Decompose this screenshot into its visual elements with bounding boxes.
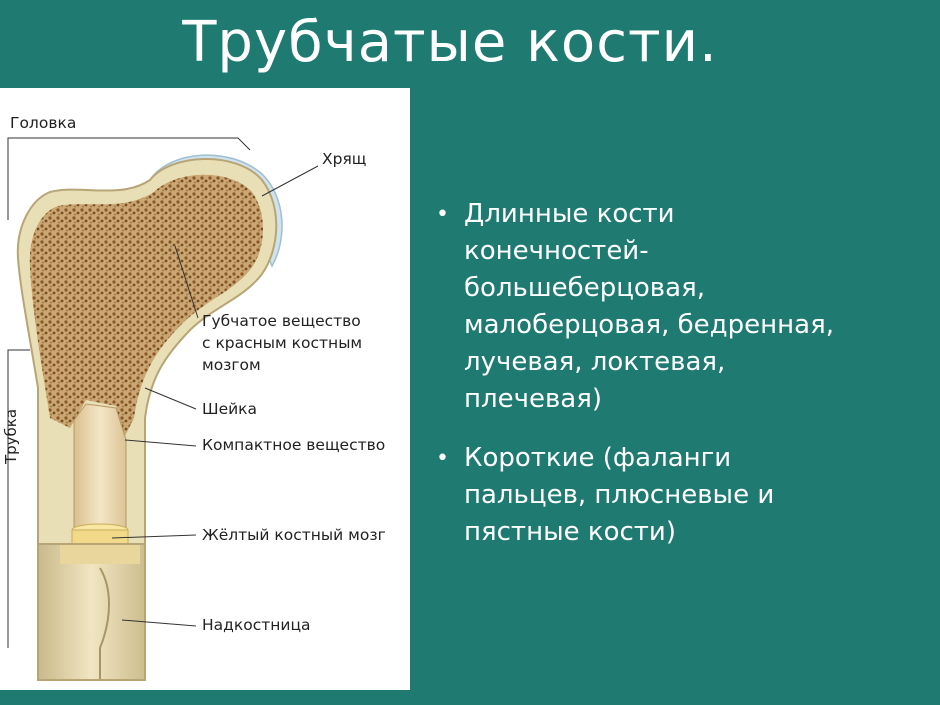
- bullet-short-bones: • Короткие (фаланги пальцев, плюсневые и…: [432, 440, 922, 551]
- label-spongy: Губчатое вещество с красным костным мозг…: [202, 310, 392, 376]
- label-cartilage: Хрящ: [322, 150, 367, 168]
- leader-periosteum: [121, 619, 197, 627]
- bone-shaft: [38, 544, 145, 680]
- bone-diagram-panel: Головка Хрящ Губчатое вещество с красным…: [0, 88, 410, 690]
- label-tube: Трубка: [2, 408, 20, 464]
- bullet-line: конечностей-: [464, 236, 649, 266]
- label-spongy-line2: с красным костным: [202, 334, 363, 352]
- label-yellow-marrow: Жёлтый костный мозг: [202, 526, 386, 544]
- femur-illustration: [7, 137, 319, 681]
- bullet-line: плечевая): [464, 384, 603, 414]
- bullet-list: • Длинные кости конечностей- большеберцо…: [432, 196, 922, 573]
- leader-spongy: [174, 245, 199, 319]
- label-periosteum: Надкостница: [202, 616, 311, 634]
- bullet-dot-icon: •: [436, 202, 449, 227]
- leader-yellow-marrow: [111, 534, 197, 539]
- head-bracket: [7, 137, 251, 220]
- label-spongy-line1: Губчатое вещество: [202, 312, 361, 330]
- medullary-cavity: [73, 403, 127, 529]
- bullet-line: пальцев, плюсневые и: [464, 480, 775, 510]
- label-neck: Шейка: [202, 400, 258, 418]
- bullet-line: большеберцовая,: [464, 273, 705, 303]
- spongy-bone: [29, 174, 264, 438]
- leader-compact: [124, 439, 197, 447]
- tube-bracket: [7, 349, 30, 648]
- bullet-dot-icon: •: [436, 446, 449, 471]
- yellow-marrow: [71, 529, 129, 545]
- leader-neck: [144, 387, 197, 410]
- shaft-inner: [60, 544, 140, 564]
- label-compact: Компактное вещество: [202, 436, 386, 454]
- bullet-line: Короткие (фаланги: [464, 443, 732, 473]
- label-spongy-line3: мозгом: [202, 356, 261, 374]
- bullet-line: Длинные кости: [464, 199, 675, 229]
- periosteum-layer: [99, 567, 110, 680]
- label-head: Головка: [10, 114, 77, 132]
- bullet-line: малоберцовая, бедренная,: [464, 310, 834, 340]
- slide-title: Трубчатые кости.: [182, 10, 718, 75]
- bullet-line: лучевая, локтевая,: [464, 347, 726, 377]
- bullet-long-bones: • Длинные кости конечностей- большеберцо…: [432, 196, 922, 418]
- leader-cartilage: [261, 165, 319, 197]
- bullet-line: пястные кости): [464, 517, 676, 547]
